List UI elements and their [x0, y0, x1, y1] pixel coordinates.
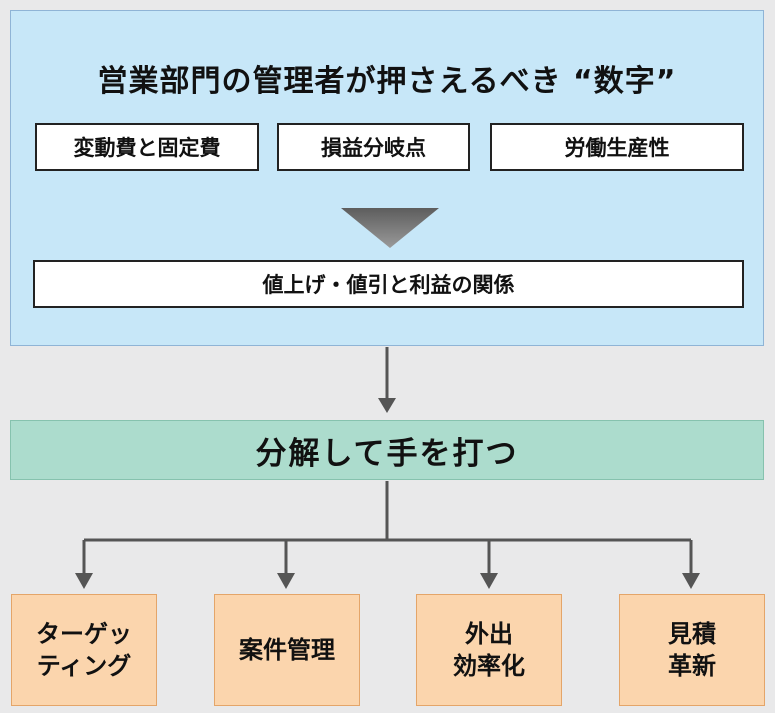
leaf-case-management: 案件管理 [214, 594, 360, 706]
arrow-to-leaf-3-icon [480, 573, 498, 589]
leaf-targeting: ターゲッ ティング [11, 594, 157, 706]
leaf-estimate-innovation: 見積 革新 [619, 594, 765, 706]
box-price-profit-relation: 値上げ・値引と利益の関係 [33, 260, 744, 308]
leaf-outing-efficiency-line2: 効率化 [453, 652, 525, 680]
leaf-outing-efficiency: 外出 効率化 [416, 594, 562, 706]
leaf-targeting-line2: ティング [36, 652, 132, 680]
arrow-to-leaf-4-icon [682, 573, 700, 589]
key-numbers-panel: 営業部門の管理者が押さえるべき “数字” 変動費と固定費 損益分岐点 労働生産性… [10, 10, 764, 346]
box-break-even-point: 損益分岐点 [277, 123, 470, 171]
leaf-case-management-line1: 案件管理 [239, 635, 335, 664]
arrow-to-leaf-2-icon [277, 573, 295, 589]
box-variable-fixed-cost: 変動費と固定費 [35, 123, 259, 171]
leaf-outing-efficiency-line1: 外出 [465, 619, 513, 648]
decompose-action-band: 分解して手を打つ [10, 420, 764, 480]
down-triangle-icon [341, 208, 439, 248]
leaf-targeting-line1: ターゲッ [36, 619, 132, 648]
panel-title: 営業部門の管理者が押さえるべき “数字” [97, 64, 677, 99]
arrow-to-band-icon [378, 398, 396, 413]
leaf-estimate-innovation-line1: 見積 [668, 619, 716, 648]
arrow-to-leaf-1-icon [75, 573, 93, 589]
leaf-estimate-innovation-line2: 革新 [668, 652, 716, 680]
box-labor-productivity: 労働生産性 [490, 123, 744, 171]
